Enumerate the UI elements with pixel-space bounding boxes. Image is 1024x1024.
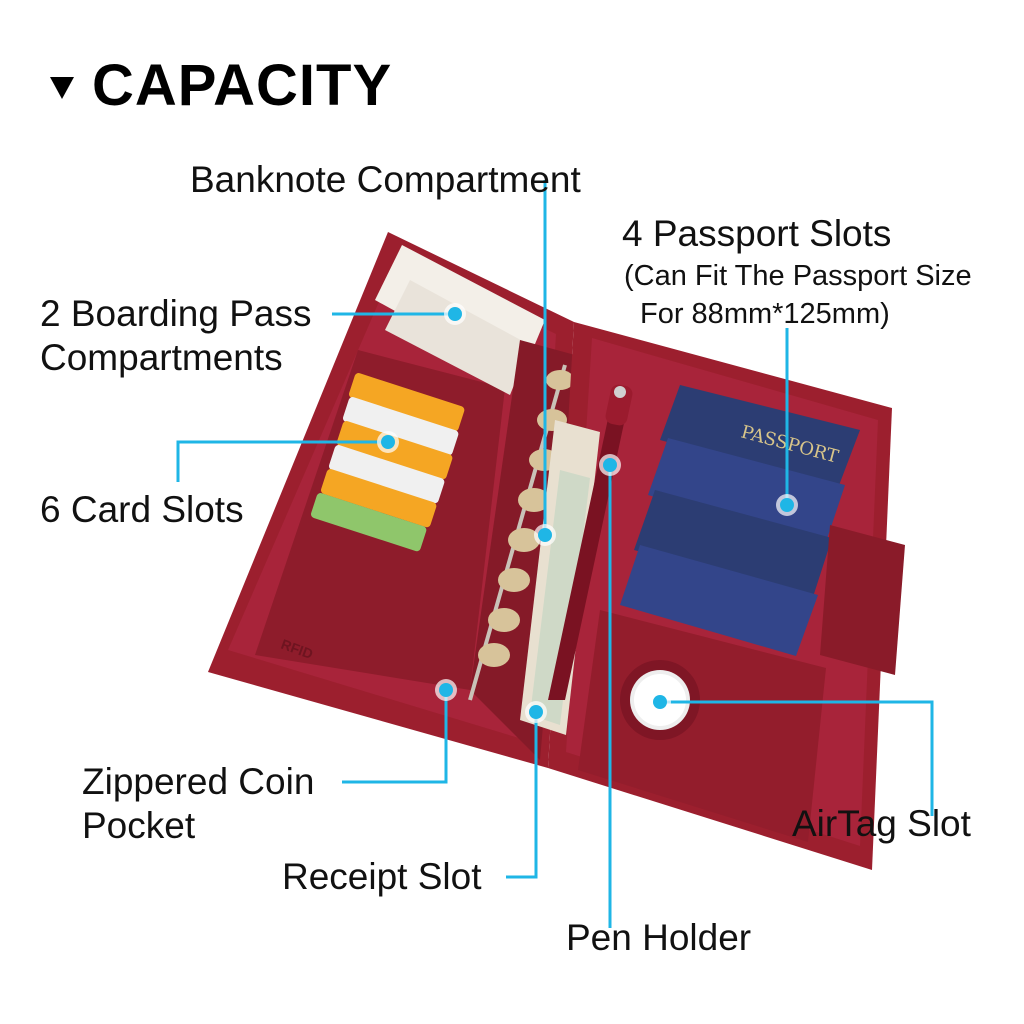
label-zippered-coin-line1: Zippered Coin bbox=[82, 761, 315, 802]
label-pen-holder: Pen Holder bbox=[566, 917, 752, 958]
label-boarding-pass-line2: Compartments bbox=[40, 337, 283, 378]
section-title: CAPACITY bbox=[92, 53, 393, 118]
label-passport-note-line2: For 88mm*125mm) bbox=[640, 298, 890, 330]
passport-stack bbox=[620, 385, 860, 656]
label-boarding-pass-line1: 2 Boarding Pass bbox=[40, 293, 312, 334]
label-banknote-compartment: Banknote Compartment bbox=[190, 159, 581, 200]
section-header: CAPACITY bbox=[50, 52, 392, 119]
leader-cards bbox=[176, 440, 388, 482]
label-passport-slots: 4 Passport Slots bbox=[622, 213, 892, 254]
leader-zipper bbox=[342, 690, 448, 784]
strap-tab bbox=[820, 525, 905, 675]
leader-receipt bbox=[506, 712, 538, 879]
leader-lines bbox=[176, 180, 934, 928]
label-zippered-coin-line2: Pocket bbox=[82, 805, 196, 846]
label-receipt-slot: Receipt Slot bbox=[282, 856, 482, 897]
label-card-slots: 6 Card Slots bbox=[40, 489, 244, 530]
card-stack bbox=[311, 373, 465, 552]
triangle-down-icon bbox=[50, 76, 74, 99]
label-airtag-slot: AirTag Slot bbox=[792, 803, 971, 844]
label-passport-note-line1: (Can Fit The Passport Size bbox=[624, 260, 972, 292]
marker-dots bbox=[377, 303, 798, 723]
leader-airtag bbox=[660, 700, 934, 816]
